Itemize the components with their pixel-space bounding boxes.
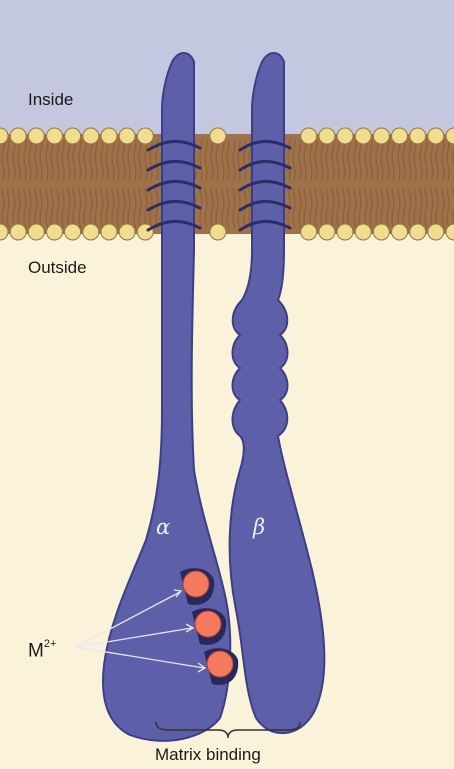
inside-label: Inside (28, 90, 73, 110)
lipid-head (355, 128, 371, 144)
lipid-head (373, 128, 389, 144)
lipid-head (392, 224, 408, 240)
lipid-head (137, 128, 153, 144)
lipid-head (428, 224, 444, 240)
cation-2 (195, 611, 221, 637)
lipid-head (65, 128, 81, 144)
lipid-head (410, 224, 426, 240)
lipid-head (392, 128, 408, 144)
lipid-head (301, 128, 317, 144)
lipid-bilayer (0, 128, 454, 240)
lipid-head (119, 128, 135, 144)
matrix-binding-label: Matrix binding (155, 745, 261, 765)
beta-label: β (253, 515, 265, 539)
cation-1 (183, 571, 209, 597)
cytoplasm-region (0, 0, 454, 136)
lipid-head (47, 128, 63, 144)
lipid-head (319, 128, 335, 144)
lipid-head (28, 224, 44, 240)
lipid-head (101, 128, 117, 144)
cation-3 (207, 651, 233, 677)
alpha-label: α (156, 515, 170, 539)
lipid-head (83, 128, 99, 144)
lipid-head (428, 128, 444, 144)
lipid-head (210, 128, 226, 144)
lipid-head (210, 224, 226, 240)
lipid-head (301, 224, 317, 240)
lipid-head (65, 224, 81, 240)
lipid-head (410, 128, 426, 144)
ion-charge: 2+ (44, 638, 57, 650)
lipid-head (319, 224, 335, 240)
lipid-head (337, 128, 353, 144)
lipid-head (355, 224, 371, 240)
lipid-head (337, 224, 353, 240)
divalent-cation-label: M2+ (28, 640, 56, 662)
lipid-head (10, 128, 26, 144)
lipid-head (83, 224, 99, 240)
lipid-head (101, 224, 117, 240)
lipid-head (47, 224, 63, 240)
outside-label: Outside (28, 258, 87, 278)
lipid-head (28, 128, 44, 144)
lipid-head (119, 224, 135, 240)
lipid-head (137, 224, 153, 240)
lipid-head (10, 224, 26, 240)
lipid-head (373, 224, 389, 240)
ion-symbol: M (28, 640, 44, 661)
